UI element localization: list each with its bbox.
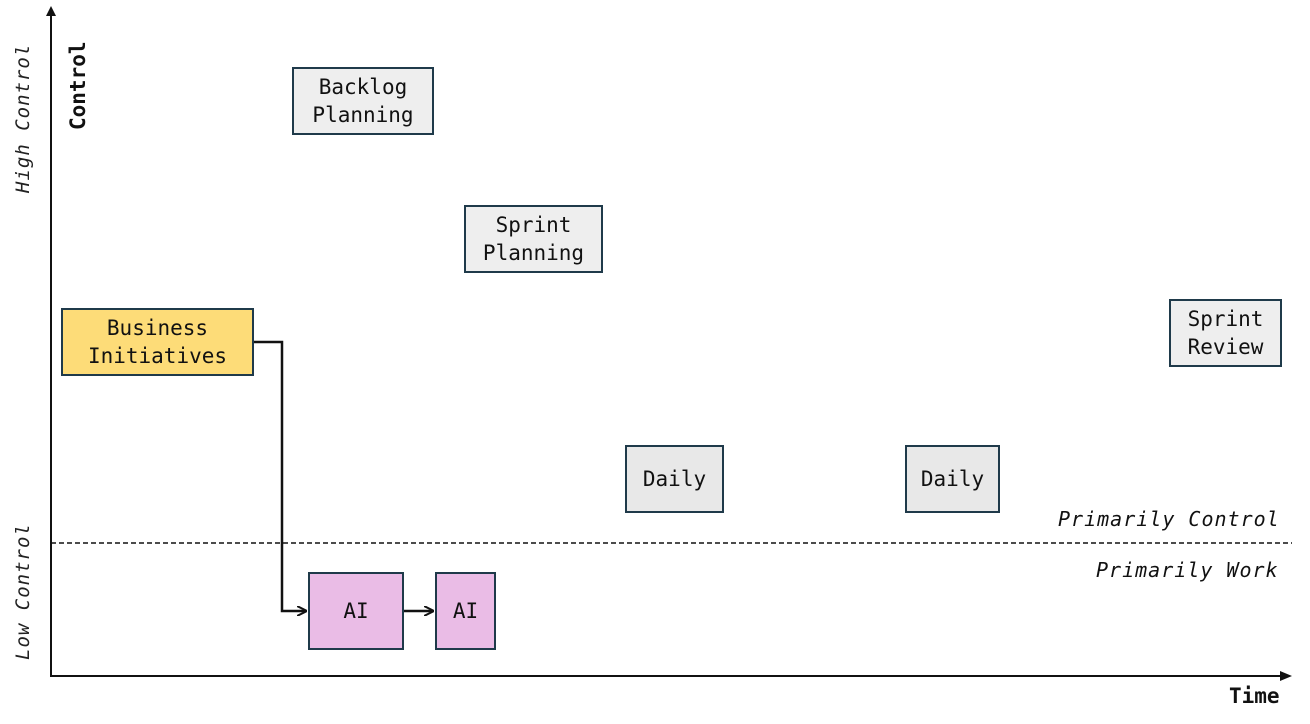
daily-box-1: Daily xyxy=(625,445,724,513)
y-axis-high-label: High Control xyxy=(12,43,34,193)
connector-business-to-ai xyxy=(254,340,306,611)
x-axis-title: Time xyxy=(1229,684,1280,708)
ai-box-1: AI xyxy=(308,572,404,650)
daily-box-2: Daily xyxy=(905,445,1000,513)
y-axis-arrowhead xyxy=(46,6,56,16)
business-initiatives-box: Business Initiatives xyxy=(61,308,254,376)
y-axis-title: Control xyxy=(66,41,90,130)
zone-label-primarily-control: Primarily Control xyxy=(1058,507,1280,531)
ai-box-2: AI xyxy=(435,572,496,650)
zone-label-primarily-work: Primarily Work xyxy=(1096,558,1279,582)
sprint-planning-box: Sprint Planning xyxy=(464,205,603,273)
y-axis-low-label: Low Control xyxy=(12,523,34,660)
sprint-review-box: Sprint Review xyxy=(1169,299,1282,367)
x-axis-arrowhead xyxy=(1280,671,1292,681)
backlog-planning-box: Backlog Planning xyxy=(292,67,434,135)
